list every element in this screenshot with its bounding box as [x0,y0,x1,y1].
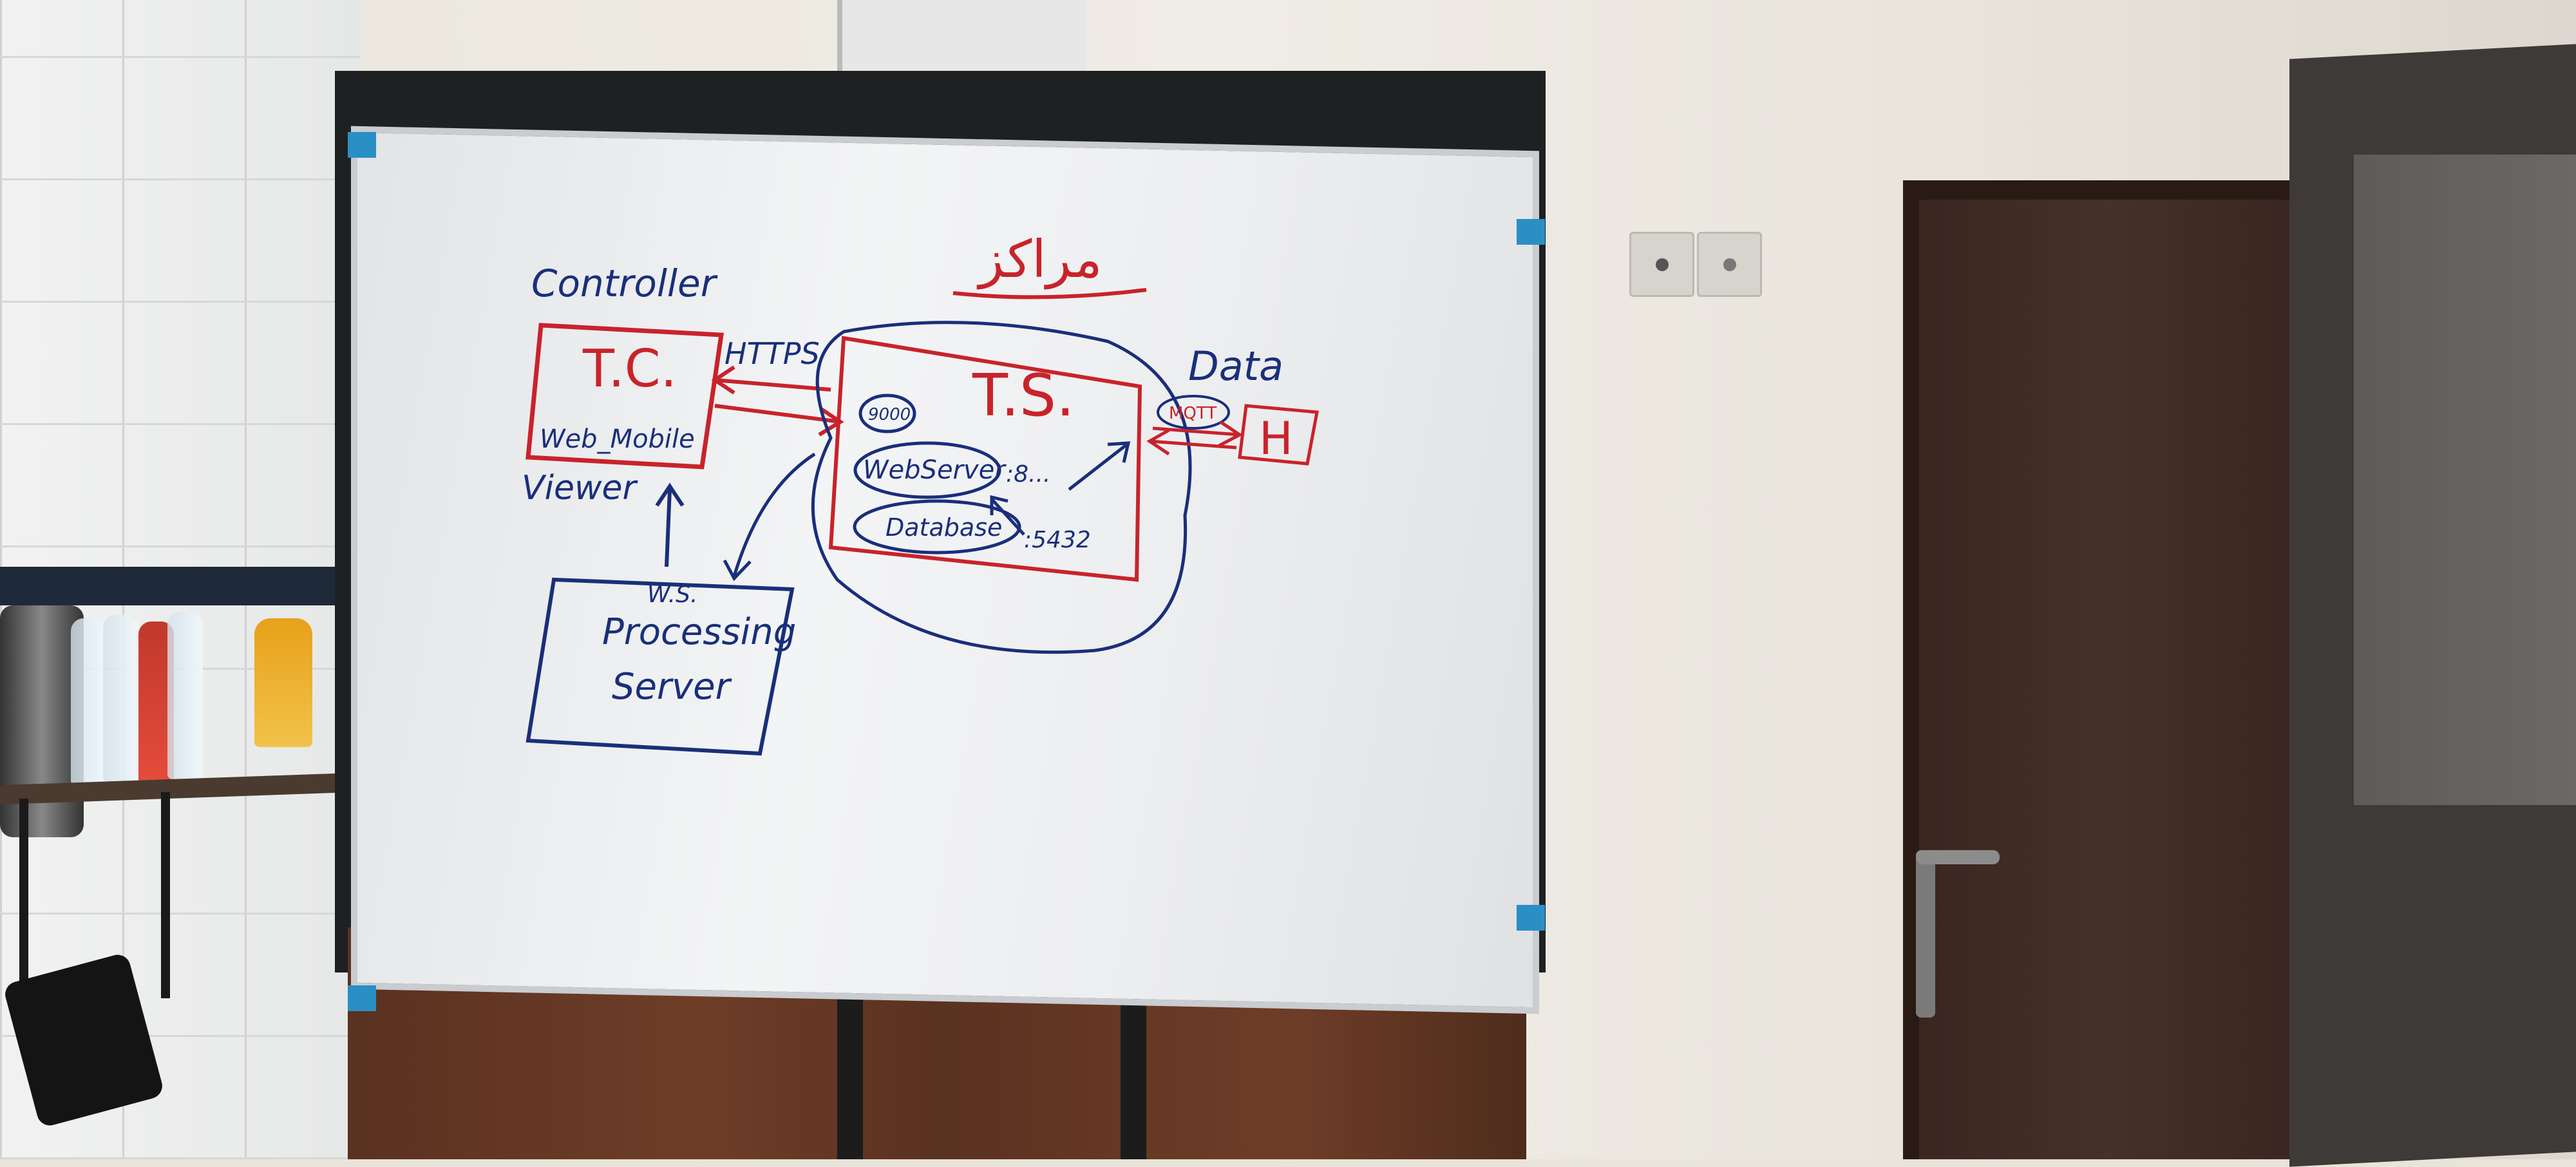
ts-label: T.S. [972,362,1075,430]
h-label: H [1259,412,1293,465]
door-lock-plate [1916,850,1935,1018]
arrow-up-to-viewer [655,482,685,567]
port-8000: :8... [1006,461,1050,488]
controller-label: Controller [531,261,718,305]
server-label: Server [612,666,732,708]
cupboard-glass-door[interactable] [2354,155,2576,805]
database-oval [853,499,1021,555]
database-label: Database [886,513,1002,542]
arrow-ts-to-ws [723,452,816,582]
title-underline [952,288,1147,299]
tc-box [526,323,724,470]
arrow-web-out [1068,441,1131,491]
webserver-oval [853,441,1001,499]
mqtt-label: MQTT [1169,404,1217,423]
board-corner-clip [348,985,376,1011]
data-label: Data [1188,343,1283,390]
ws-box [526,577,795,756]
ws-label: W.S. [647,582,697,608]
web-mobile-label: Web_Mobile [540,424,695,454]
arrow-ts-to-tc [711,365,831,395]
arrow-db-to-web [990,495,1025,536]
tc-label: T.C. [582,339,677,399]
board-corner-clip [348,132,376,158]
processing-label: Processing [602,611,796,653]
mqtt-oval [1157,395,1230,430]
https-label: HTTPS [724,336,820,371]
title-persian: مراکز [976,229,1102,290]
oil-bottle [254,618,312,747]
h-box [1238,404,1319,466]
ts-box [828,336,1142,582]
tile-border-strip [0,567,361,605]
door[interactable] [1919,200,2293,1159]
port-9000: 9000 [868,405,911,424]
shelf-bracket [161,792,170,998]
shelf-bracket [19,799,28,1005]
board-corner-clip [1517,219,1545,245]
water-bottle [71,618,106,786]
door-handle[interactable] [1916,850,2000,864]
port-5432: :5432 [1024,527,1091,553]
ts-cloud [811,321,1192,654]
board-corner-clip [1517,905,1545,931]
viewer-label: Viewer [522,469,639,508]
water-bottle [103,615,138,783]
port-9000-oval [858,394,916,433]
power-outlet [1697,232,1762,297]
water-bottle [167,612,203,779]
webserver-label: WebServer [863,455,1007,485]
light-switch[interactable] [1629,232,1694,297]
arrow-from-h [1146,428,1237,456]
